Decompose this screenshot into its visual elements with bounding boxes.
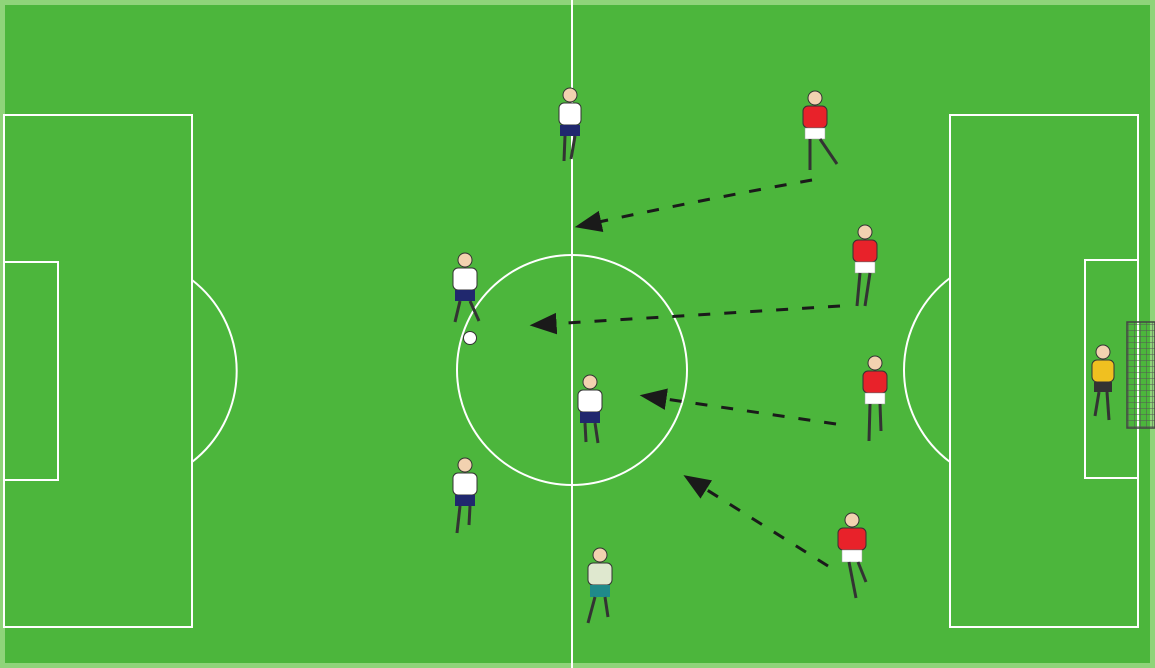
- goal-net-icon: [1127, 322, 1155, 428]
- ball-icon: [464, 332, 477, 345]
